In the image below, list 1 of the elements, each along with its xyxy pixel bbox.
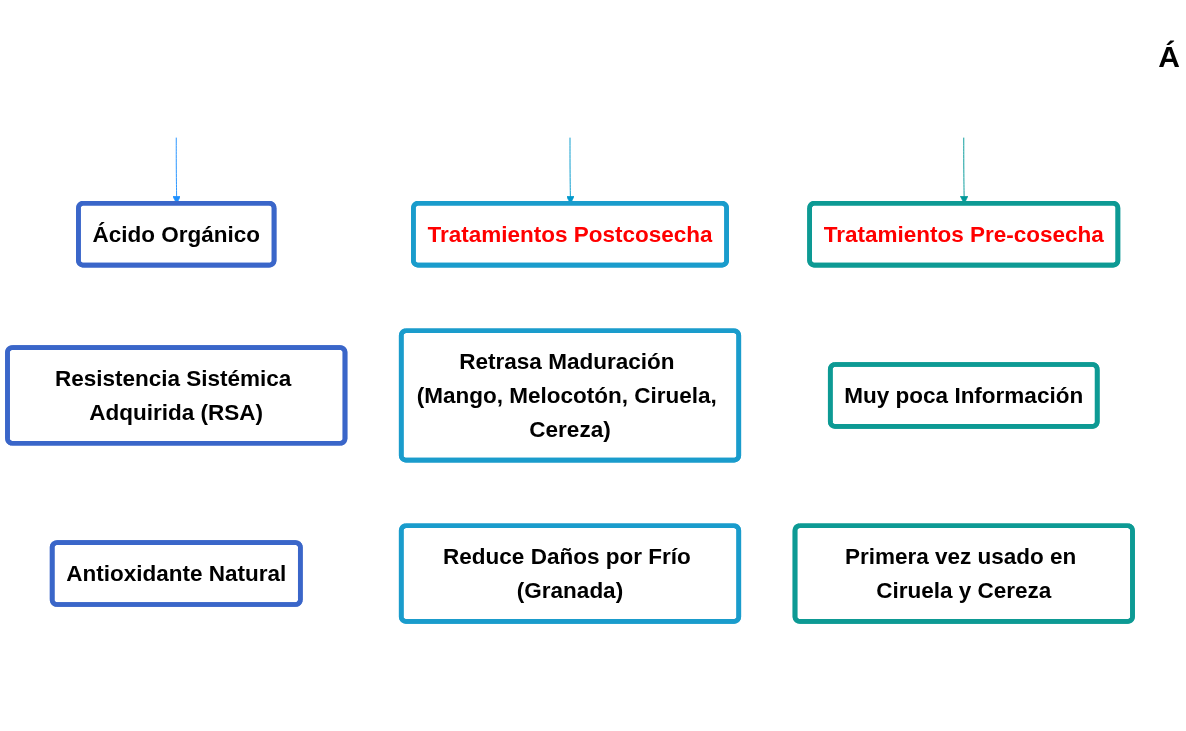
text-fragment: Á xyxy=(1158,40,1180,74)
